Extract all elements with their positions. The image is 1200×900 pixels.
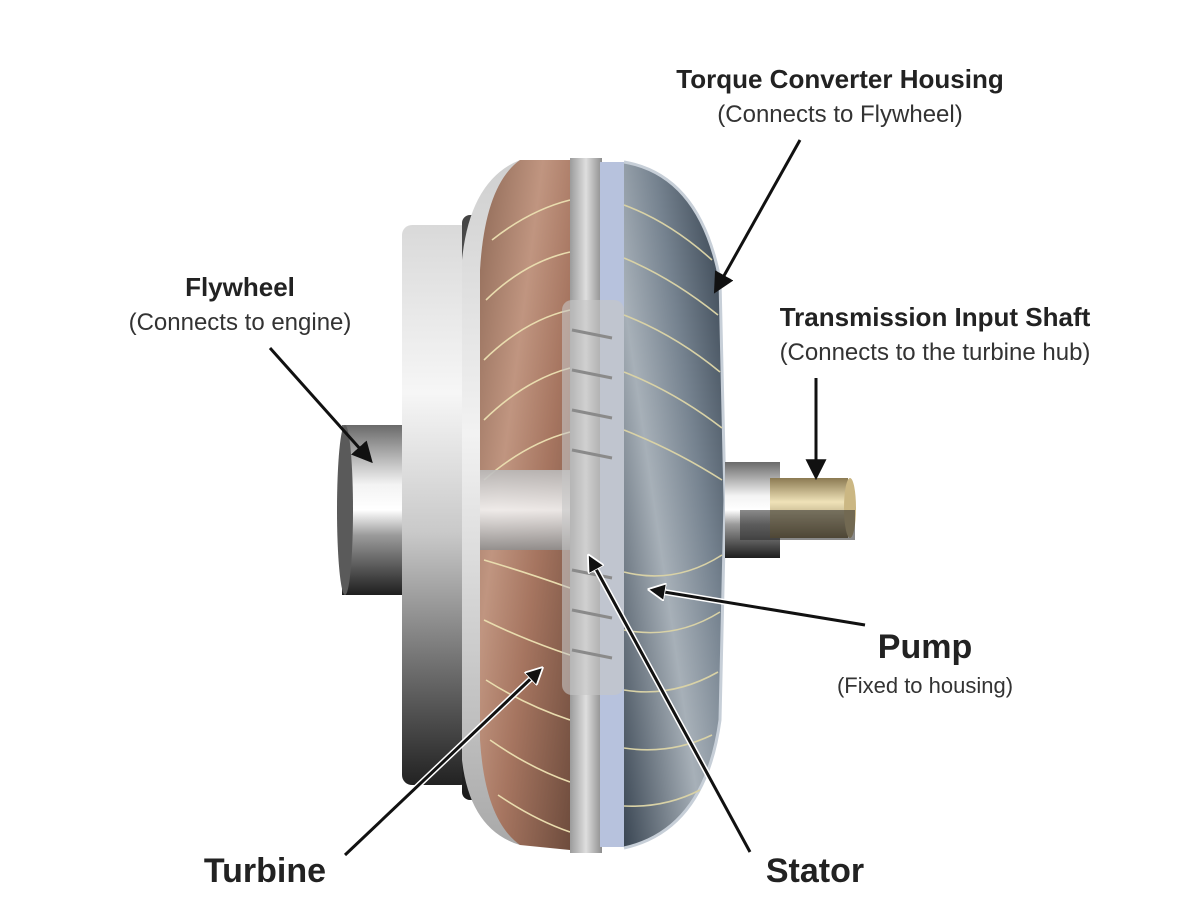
arrow-turbine: [343, 670, 540, 857]
stator-title: Stator: [765, 852, 865, 890]
flywheel-subtitle: (Connects to engine): [128, 309, 352, 336]
shaft-title: Transmission Input Shaft: [779, 302, 1091, 332]
label-shaft: Transmission Input Shaft (Connects to th…: [730, 302, 1140, 367]
leader-arrows: [268, 139, 866, 858]
pump-subtitle: (Fixed to housing): [836, 673, 1014, 698]
pump-vanes: [623, 204, 723, 807]
flywheel-disc: [402, 225, 470, 785]
label-flywheel: Flywheel (Connects to engine): [90, 272, 390, 337]
stator-blade-lines: [571, 328, 613, 660]
label-housing: Torque Converter Housing (Connects to Fl…: [610, 64, 1070, 129]
turbine-vanes: [483, 199, 571, 833]
shaft-base: [740, 510, 855, 540]
flywheel-hub-face: [337, 425, 353, 595]
label-turbine: Turbine: [160, 852, 370, 891]
arrow-pump: [652, 590, 866, 627]
shaft-subtitle: (Connects to the turbine hub): [779, 339, 1091, 366]
turbine-title: Turbine: [203, 852, 327, 890]
pump-half: [624, 162, 725, 848]
housing-subtitle: (Connects to Flywheel): [717, 101, 963, 128]
label-stator: Stator: [720, 852, 910, 891]
stator-blades: [562, 300, 624, 695]
pump-title: Pump: [877, 628, 973, 666]
arrow-housing: [713, 139, 802, 294]
label-pump: Pump (Fixed to housing): [790, 628, 1060, 699]
arrow-flywheel: [268, 347, 373, 464]
flywheel-title: Flywheel: [185, 272, 295, 302]
arrow-stator: [590, 558, 752, 853]
housing-title: Torque Converter Housing: [676, 64, 1004, 94]
